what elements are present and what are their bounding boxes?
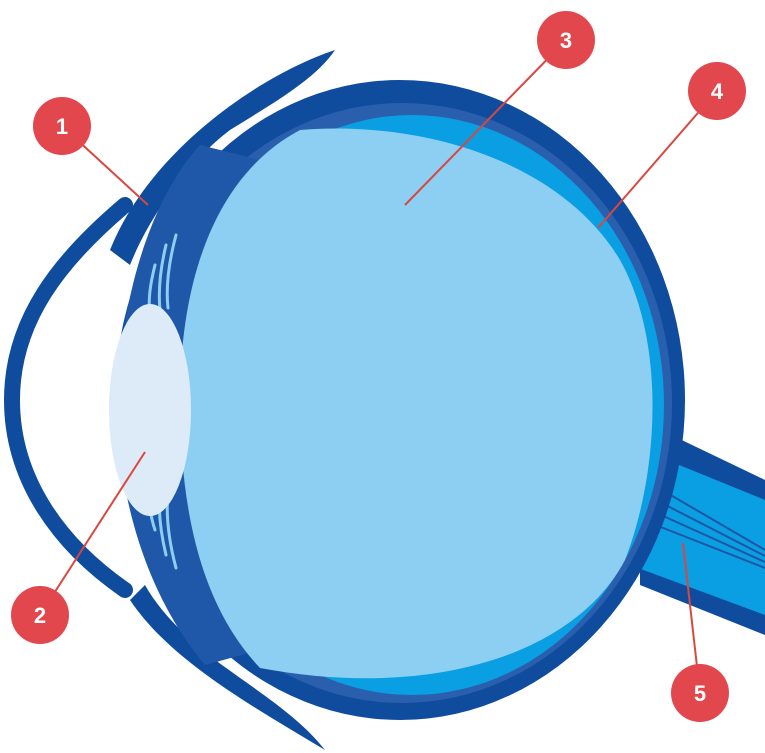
lens	[109, 304, 191, 516]
marker-label-3: 3	[560, 28, 572, 53]
marker-2: 2	[11, 586, 69, 644]
marker-label-4: 4	[711, 79, 724, 104]
marker-label-5: 5	[694, 681, 706, 706]
marker-1: 1	[33, 97, 91, 155]
cornea	[12, 205, 125, 590]
marker-label-1: 1	[56, 114, 68, 139]
marker-5: 5	[671, 664, 729, 722]
marker-3: 3	[537, 11, 595, 69]
marker-4: 4	[688, 62, 746, 120]
marker-label-2: 2	[34, 603, 46, 628]
